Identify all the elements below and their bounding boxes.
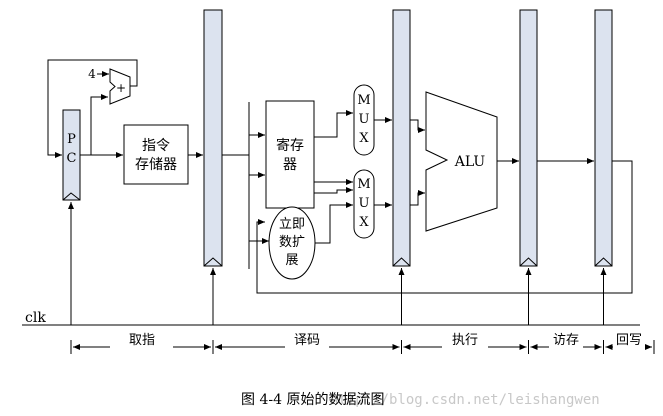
adder-plus-sign: + [116,81,126,95]
imem-label-line2: 存储器 [135,157,177,173]
pc-clock-notch [62,192,81,201]
alu-label: ALU [454,154,486,170]
stage-fetch-label: 取指 [129,333,155,348]
id-ex-clock-notch [392,257,411,267]
regfile-to-mux1-arrow [314,110,353,138]
if-id-register [203,9,223,267]
id-ex-register [392,9,411,267]
regfile-to-mux2-arrow-2 [314,187,353,194]
mem-wb-clock-notch [594,257,613,267]
ex-mem-clock-notch [519,257,538,267]
mux-upper-label-x: X [359,131,369,146]
immext-label-line3: 展 [285,253,298,268]
writeback-loop-arrow [256,160,633,294]
ex-mem-register [519,9,538,267]
immext-label-line1: 立即 [279,217,305,232]
instruction-memory [123,124,189,185]
immext-to-mux2-arrow [315,202,353,244]
regfile-label-line1: 寄存 [276,137,304,154]
constant-four: 4 [88,67,96,81]
if-id-clock-notch [203,257,223,267]
mux-lower-label-m: M [357,177,370,192]
stage-decode-label: 译码 [294,333,320,348]
regfile-label-line2: 器 [283,157,297,173]
pc-label-c: C [67,151,77,166]
pc-label-p: P [67,132,76,147]
mux-lower [353,169,375,239]
figure-caption: 图 4-4 原始的数据流图 [241,392,384,408]
adder-feedback-arrow [47,59,138,158]
mem-wb-register [594,9,613,267]
pc-adder [109,68,131,105]
mux-lower-label-x: X [359,215,369,230]
mux-upper-label-u: U [359,112,370,127]
imem-label-line1: 指令 [142,138,170,154]
watermark: http://blog.csdn.net/leishangwen [330,392,600,408]
idex-to-alu-arrow-2 [410,190,425,206]
clock-label: clk [25,310,46,326]
immext-label-line2: 数扩 [279,235,305,250]
mux-upper-label-m: M [357,93,370,108]
mux-lower-label-u: U [359,196,370,211]
register-file [265,100,315,209]
stage-writeback-label: 回写 [616,333,642,348]
stage-execute-label: 执行 [452,333,478,348]
alu [425,91,498,232]
stage-memory-label: 访存 [553,333,579,348]
pc-to-adder-arrow [90,94,108,155]
idex-to-alu-arrow-1 [410,119,425,133]
